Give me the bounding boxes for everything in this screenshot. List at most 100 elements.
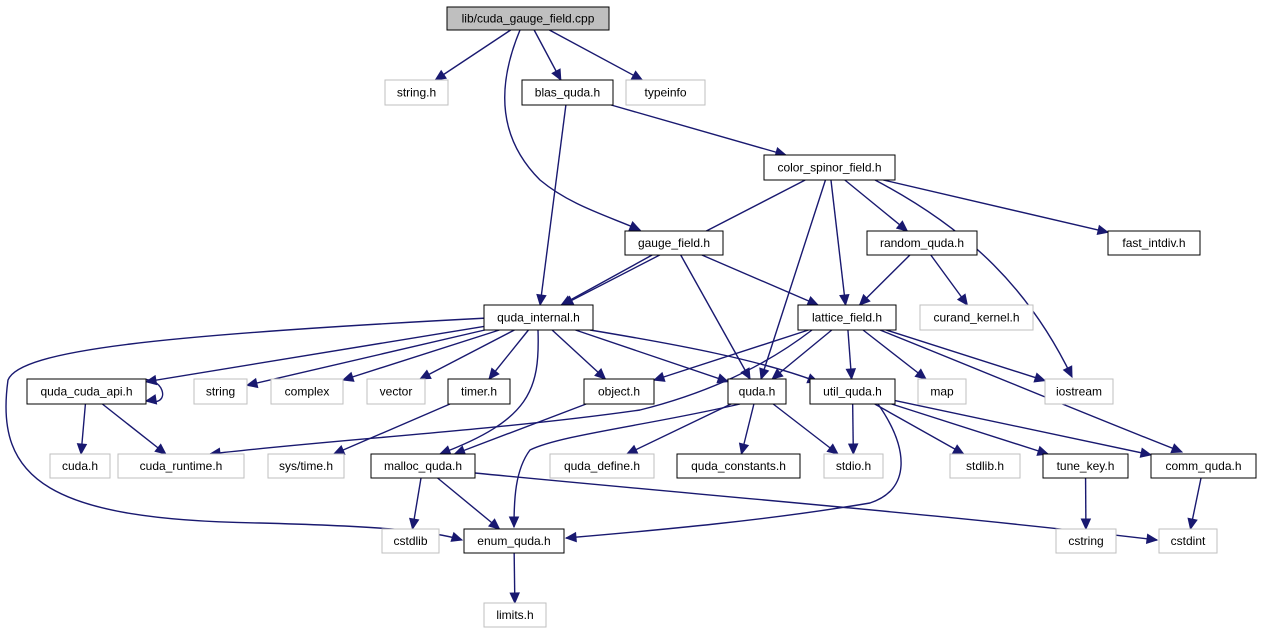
node-cstdint: cstdint [1158, 528, 1218, 554]
edge-malloc_quda-to-enum_quda [437, 477, 501, 530]
node-box [763, 154, 896, 181]
edge-util_quda-to-stdio [847, 403, 859, 456]
node-box [483, 304, 594, 331]
edge-util_quda-to-tune_key [891, 403, 1050, 456]
node-quda-internal[interactable]: quda_internal.h [483, 304, 594, 331]
edge-tune_key-to-cstring [1080, 477, 1092, 531]
node-box [267, 453, 345, 479]
edge-root-to-blas_quda [533, 29, 562, 82]
node-box [381, 528, 440, 554]
edge-lattice_field-to-comm_quda [879, 329, 1184, 454]
node-label: iostream [1056, 385, 1102, 399]
node-quda-define: quda_define.h [549, 453, 655, 479]
node-gauge-field[interactable]: gauge_field.h [624, 230, 724, 256]
edge-quda_internal-to-enum_quda [5, 317, 489, 542]
node-label: sys/time.h [279, 459, 333, 473]
node-string: string [193, 378, 248, 405]
edge-color_spinor-to-lattice_field [830, 179, 850, 307]
edge-lattice_field-to-iostream [885, 329, 1047, 383]
node-quda-h[interactable]: quda.h [727, 378, 787, 405]
node-box [370, 453, 476, 479]
edge-layer [5, 29, 1202, 605]
node-sys-time: sys/time.h [267, 453, 345, 479]
node-box [49, 453, 111, 479]
node-box [463, 528, 565, 554]
node-limits: limits.h [483, 602, 547, 628]
edge-malloc_quda-to-cstdlib [409, 477, 422, 531]
node-stdlib-h: stdlib.h [949, 453, 1021, 479]
node-iostream: iostream [1044, 378, 1114, 405]
edge-color_spinor-to-quda_h [759, 179, 827, 381]
node-label: timer.h [461, 385, 497, 399]
node-box [446, 6, 610, 31]
node-enum-quda[interactable]: enum_quda.h [463, 528, 565, 554]
node-vector: vector [366, 378, 426, 405]
node-color-spinor[interactable]: color_spinor_field.h [763, 154, 896, 181]
node-cuda-runtime: cuda_runtime.h [117, 453, 245, 479]
node-util-quda[interactable]: util_quda.h [809, 378, 896, 405]
node-box [797, 304, 897, 331]
edge-lattice_field-to-quda_h [771, 329, 833, 380]
edge-quda_h-to-quda_constants [738, 403, 755, 456]
edge-gauge_field-to-lattice_field [701, 254, 820, 306]
node-object[interactable]: object.h [583, 378, 655, 405]
node-box [919, 304, 1034, 331]
node-label: enum_quda.h [477, 534, 550, 548]
node-root[interactable]: lib/cuda_gauge_field.cpp [446, 6, 610, 31]
node-box [949, 453, 1021, 479]
node-label: stdio.h [836, 459, 871, 473]
node-label: cstdint [1171, 534, 1206, 548]
node-box [270, 378, 344, 405]
node-typeinfo: typeinfo [625, 79, 706, 106]
edge-quda_internal-to-object [551, 329, 607, 380]
node-label: fast_intdiv.h [1122, 236, 1185, 250]
node-label: limits.h [496, 608, 533, 622]
node-comm-quda[interactable]: comm_quda.h [1150, 453, 1257, 479]
node-stdio: stdio.h [823, 453, 884, 479]
node-timer[interactable]: timer.h [447, 378, 511, 405]
node-label: comm_quda.h [1165, 459, 1241, 473]
node-box [1107, 230, 1201, 256]
node-label: color_spinor_field.h [777, 161, 881, 175]
edge-root-to-typeinfo [549, 29, 644, 81]
edge-quda_internal-to-timer [488, 329, 529, 380]
node-label: blas_quda.h [535, 86, 600, 100]
node-label: lib/cuda_gauge_field.cpp [462, 12, 595, 26]
node-fast-intdiv[interactable]: fast_intdiv.h [1107, 230, 1201, 256]
edge-root-to-string_h [434, 29, 512, 81]
edge-blas_quda-to-color_spinor [610, 104, 788, 158]
node-quda-cuda-api[interactable]: quda_cuda_api.h [26, 378, 147, 405]
edge-quda_internal-to-complex [341, 329, 500, 382]
node-layer: lib/cuda_gauge_field.cpp string.h blas_qud… [26, 6, 1257, 628]
node-tune-key[interactable]: tune_key.h [1042, 453, 1129, 479]
edge-color_spinor-to-iostream [874, 179, 1073, 379]
node-box [727, 378, 787, 405]
node-box [866, 230, 978, 256]
edge-lattice_field-to-object [652, 329, 809, 382]
node-box [549, 453, 655, 479]
node-curand-kernel: curand_kernel.h [919, 304, 1034, 331]
node-map: map [917, 378, 967, 405]
node-label: typeinfo [644, 86, 686, 100]
node-quda-constants[interactable]: quda_constants.h [676, 453, 801, 479]
node-malloc-quda[interactable]: malloc_quda.h [370, 453, 476, 479]
node-label: lattice_field.h [812, 311, 882, 325]
node-label: string [206, 385, 235, 399]
node-label: quda_internal.h [497, 311, 580, 325]
node-label: map [930, 385, 954, 399]
node-box [1158, 528, 1218, 554]
node-label: string.h [397, 86, 436, 100]
node-box [1150, 453, 1257, 479]
node-string-h: string.h [384, 79, 449, 106]
node-box [521, 79, 614, 106]
edge-util_quda-to-comm_quda [894, 399, 1153, 458]
node-label: util_quda.h [823, 385, 882, 399]
edge-gauge_field-to-quda_internal [560, 254, 653, 306]
node-cstdlib: cstdlib [381, 528, 440, 554]
node-lattice-field[interactable]: lattice_field.h [797, 304, 897, 331]
edge-quda_internal-to-string [245, 329, 485, 389]
node-box [917, 378, 967, 405]
node-blas-quda[interactable]: blas_quda.h [521, 79, 614, 106]
node-random-quda[interactable]: random_quda.h [866, 230, 978, 256]
node-box [583, 378, 655, 405]
